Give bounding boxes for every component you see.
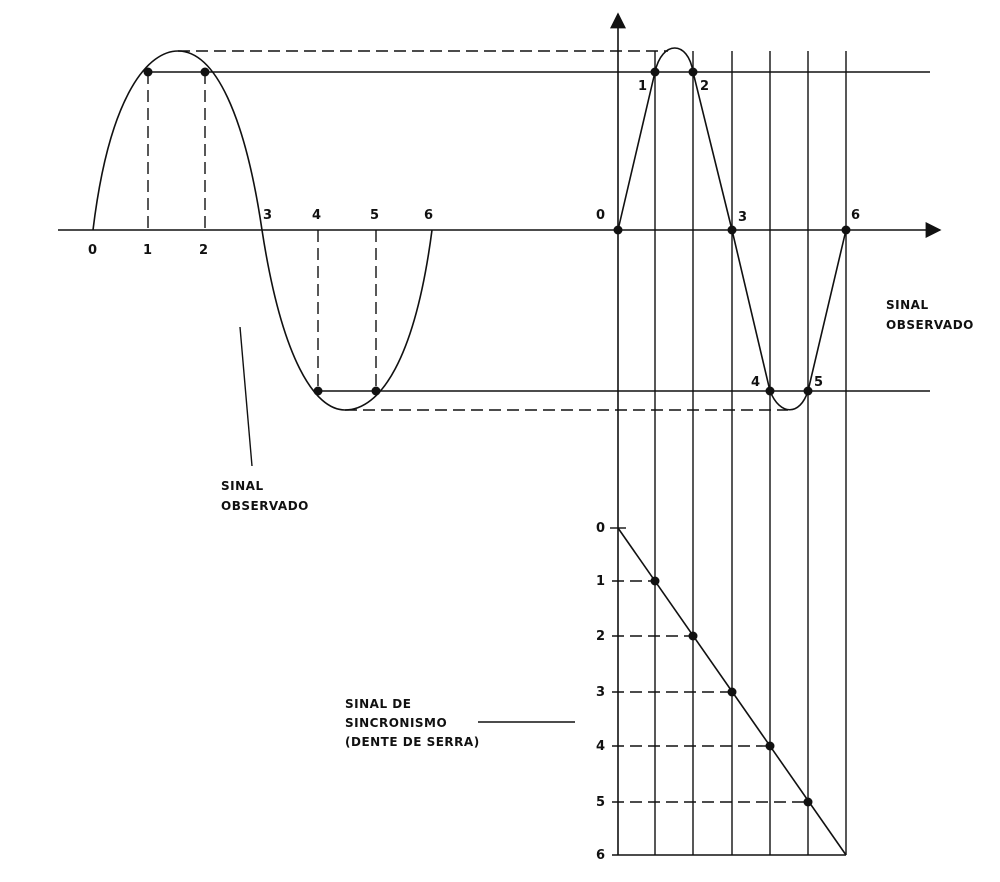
saw-dot-2 [688, 631, 698, 641]
sawtooth-level-labels: 0 1 2 3 4 5 6 [596, 521, 605, 863]
right-dot-2 [688, 67, 698, 77]
saw-label-4: 4 [596, 739, 605, 754]
saw-dot-1 [650, 576, 660, 586]
left-label-4: 4 [312, 208, 321, 223]
left-wave-dots [143, 67, 381, 396]
left-label-1: 1 [143, 243, 152, 258]
right-caption-line1: SINAL [886, 298, 929, 312]
right-dot-3 [727, 225, 737, 235]
left-dot-5 [371, 386, 381, 396]
saw-dot-3 [727, 687, 737, 697]
sawtooth-dots [650, 576, 813, 807]
right-dot-0 [613, 225, 623, 235]
left-axis-labels: 0 1 2 3 4 5 6 [88, 208, 433, 258]
right-wave-labels: 0 1 2 3 4 5 6 [596, 79, 860, 390]
right-label-3: 3 [738, 210, 747, 225]
left-dot-2 [200, 67, 210, 77]
right-label-4: 4 [751, 375, 760, 390]
left-dot-4 [313, 386, 323, 396]
saw-caption-line2: SINCRONISMO [345, 716, 447, 730]
left-caption-line2: OBSERVADO [221, 499, 309, 513]
right-dot-5 [803, 386, 813, 396]
right-label-1: 1 [638, 79, 647, 94]
saw-caption-line3: (DENTE DE SERRA) [345, 735, 480, 749]
left-label-2: 2 [199, 243, 208, 258]
saw-label-1: 1 [596, 574, 605, 589]
right-dot-6 [841, 225, 851, 235]
right-wave-dots [613, 67, 851, 396]
right-dot-1 [650, 67, 660, 77]
left-label-6: 6 [424, 208, 433, 223]
saw-label-5: 5 [596, 795, 605, 810]
right-label-6: 6 [851, 208, 860, 223]
left-label-5: 5 [370, 208, 379, 223]
saw-dot-4 [765, 741, 775, 751]
left-label-3: 3 [263, 208, 272, 223]
sawtooth-caption: SINAL DE SINCRONISMO (DENTE DE SERRA) [345, 697, 480, 749]
left-dot-1 [143, 67, 153, 77]
saw-label-3: 3 [596, 685, 605, 700]
right-observed-wave [617, 47, 847, 411]
saw-label-2: 2 [596, 629, 605, 644]
right-dot-4 [765, 386, 775, 396]
saw-label-6: 6 [596, 848, 605, 863]
saw-dot-5 [803, 797, 813, 807]
left-caption: SINAL OBSERVADO [221, 479, 309, 513]
saw-caption-line1: SINAL DE [345, 697, 411, 711]
right-label-5: 5 [814, 375, 823, 390]
right-label-2: 2 [700, 79, 709, 94]
sawtooth-level-lines [610, 527, 846, 856]
saw-label-0: 0 [596, 521, 605, 536]
left-caption-line1: SINAL [221, 479, 264, 493]
left-caption-pointer [239, 326, 253, 467]
right-label-0: 0 [596, 208, 605, 223]
left-label-0: 0 [88, 243, 97, 258]
right-caption-line2: OBSERVADO [886, 318, 974, 332]
sample-vertical-lines [654, 51, 847, 855]
right-caption: SINAL OBSERVADO [886, 298, 974, 332]
